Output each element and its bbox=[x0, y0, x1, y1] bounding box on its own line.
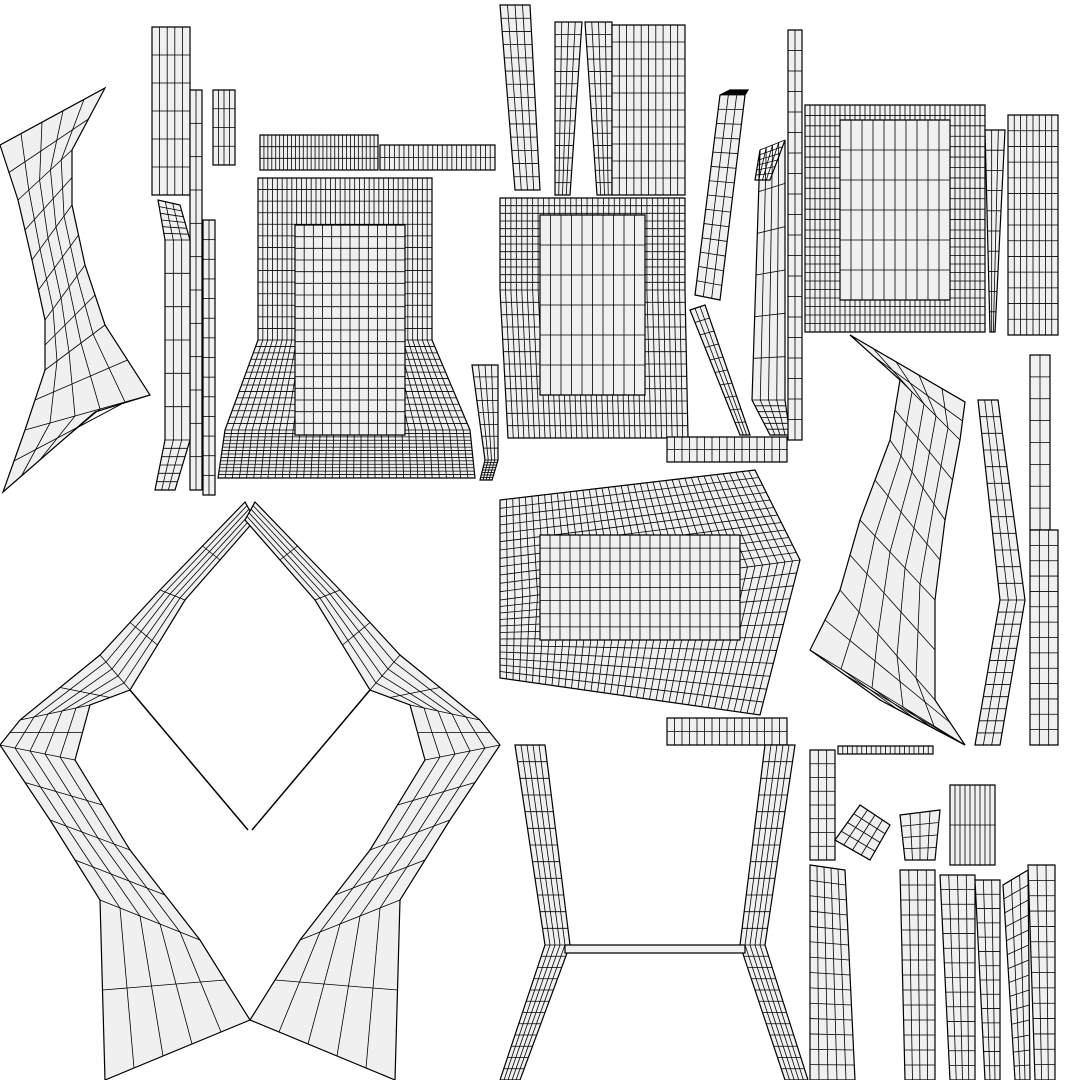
uv-island-detail bbox=[539, 534, 741, 641]
uv-island-strip bbox=[611, 24, 686, 196]
uv-island-strip bbox=[499, 4, 541, 191]
uv-island-strip bbox=[984, 129, 1006, 333]
uv-island-strip bbox=[974, 399, 1026, 746]
uv-island-strip bbox=[809, 864, 856, 1080]
uv-seam-line bbox=[251, 689, 371, 831]
uv-island-strip bbox=[899, 869, 936, 1080]
uv-island-row bbox=[259, 134, 379, 171]
uv-island-strip bbox=[554, 21, 583, 196]
uv-island-row bbox=[837, 745, 934, 755]
uv-island-strip bbox=[974, 879, 1001, 1080]
uv-island-leg-diamond-right bbox=[244, 501, 501, 1080]
uv-island-frame-bar bbox=[564, 944, 746, 954]
uv-island-detail bbox=[839, 119, 951, 301]
uv-island-leg-top-left bbox=[0, 86, 151, 494]
uv-island-strip bbox=[151, 26, 191, 196]
uv-island-detail bbox=[539, 214, 646, 396]
uv-island-strip bbox=[694, 89, 750, 301]
uv-island-strip bbox=[787, 29, 803, 441]
uv-island-strip bbox=[202, 219, 216, 496]
uv-island-strip bbox=[1027, 864, 1056, 1080]
uv-island-leg-diamond-left bbox=[0, 501, 256, 1080]
uv-seam-line bbox=[129, 689, 249, 831]
uv-island-strip bbox=[666, 436, 788, 463]
uv-island-strip bbox=[212, 89, 236, 166]
uv-island-frame-leg bbox=[739, 744, 809, 1080]
uv-island-row bbox=[379, 144, 496, 171]
uv-island-small-diamond bbox=[834, 804, 891, 861]
uv-island-strip bbox=[689, 304, 751, 436]
uv-island-leg-right bbox=[809, 334, 966, 746]
uv-island-frame-leg bbox=[499, 744, 571, 1080]
uv-island-strip bbox=[809, 749, 836, 861]
uv-island-detail bbox=[294, 224, 406, 436]
uv-island-strip bbox=[1029, 354, 1051, 531]
uv-island-strip bbox=[666, 717, 788, 746]
uv-island-strip bbox=[1002, 868, 1031, 1080]
uv-island-strip bbox=[471, 364, 499, 481]
uv-island-small-diamond bbox=[899, 809, 941, 861]
uv-island-curved-strip bbox=[751, 139, 791, 436]
uv-island-strip bbox=[1007, 114, 1059, 336]
uv-island-strip bbox=[189, 89, 203, 491]
uv-island-strip bbox=[584, 21, 613, 196]
uv-island-strip bbox=[939, 874, 976, 1080]
uv-island-curved-strip bbox=[154, 199, 191, 491]
uv-island-strip bbox=[949, 784, 996, 866]
uv-island-strip bbox=[1029, 529, 1059, 746]
